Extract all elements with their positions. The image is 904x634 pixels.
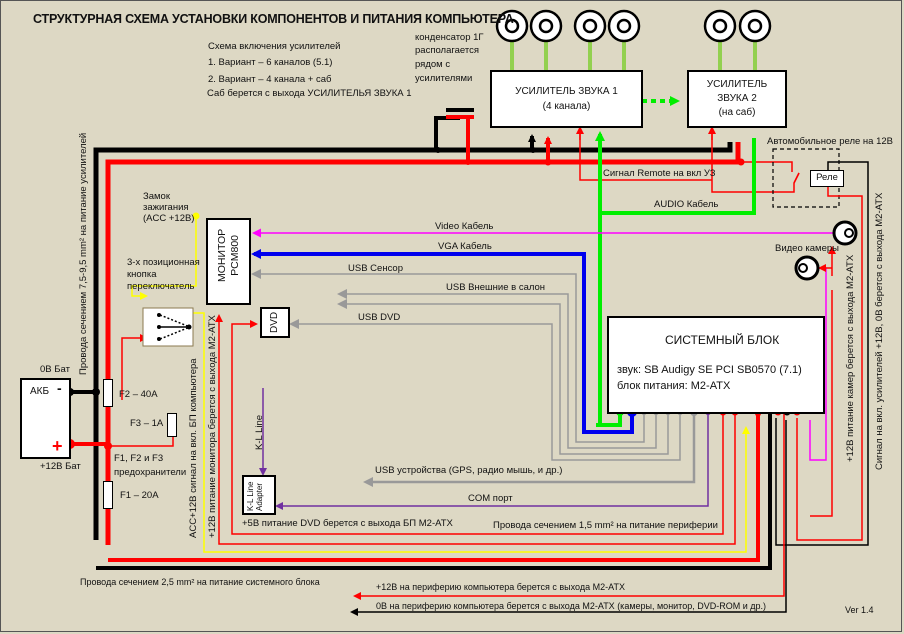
video-cable-label: Video Кабель	[435, 221, 494, 232]
periph-0v-label: 0В на периферию компьютера берется с вых…	[376, 601, 766, 611]
periph-12v-label: +12В на периферию компьютера берется с в…	[376, 582, 625, 592]
relay-title: Автомобильное реле на 12В	[767, 136, 894, 147]
amplifier-2-title-2: ЗВУКА 2	[717, 93, 757, 104]
speaker-icon	[607, 9, 641, 43]
kline-adapter-label-2: Adapter	[254, 482, 264, 511]
fuse-f2	[103, 379, 113, 407]
vga-cable	[251, 249, 634, 434]
ground-bus	[93, 142, 733, 540]
fuses-note-2: предохранители	[114, 467, 187, 478]
monitor-box: МОНИТОР PCM800	[206, 218, 251, 305]
camera-power-label: +12В питание камер берется с выхода M2-A…	[845, 254, 856, 462]
speaker-icon	[703, 9, 737, 43]
switch-label-1: 3-х позиционная	[127, 257, 200, 268]
ignition-label-2: зажигания	[143, 202, 189, 213]
fuse-f3-label: F3 – 1A	[130, 418, 164, 429]
camera-icon	[832, 220, 858, 246]
periph-wires-label: Провода сечением 1,5 mm² на питание пери…	[493, 520, 718, 531]
audio-cable-label: AUDIO Кабель	[654, 199, 719, 210]
amplifier-2-note: (на саб)	[718, 107, 756, 118]
battery-label: АКБ	[30, 386, 50, 397]
ignition-label-3: (ACC +12В)	[143, 213, 195, 224]
speaker-icon	[529, 9, 563, 43]
version-label: Ver 1.4	[845, 605, 874, 615]
fuse-f1-label: F1 – 20A	[120, 490, 159, 501]
amp-scheme-option-1: 1. Вариант – 6 каналов (5.1)	[208, 57, 333, 68]
page-title: СТРУКТУРНАЯ СХЕМА УСТАНОВКИ КОМПОНЕНТОВ …	[33, 12, 514, 26]
capacitor-note-1: конденсатор 1Г	[415, 32, 484, 43]
power-bus	[105, 142, 741, 545]
capacitor-note-2: располагается	[415, 45, 480, 56]
system-unit-sound: звук: SB Audigy SE PCI SB0570 (7.1)	[617, 364, 802, 376]
fuse-f1	[103, 481, 113, 509]
switch-label-2: кнопка	[127, 269, 157, 280]
speakers	[495, 9, 772, 43]
battery-minus-icon: -	[57, 380, 62, 396]
kline-label: K-L Line	[254, 414, 265, 450]
battery-plus-label: +12В Бат	[40, 461, 81, 472]
speaker-icon	[495, 9, 529, 43]
monitor-label-1: МОНИТОР	[216, 228, 228, 282]
camera-icon	[794, 255, 820, 281]
amp-signal-label: Сигнал на вкл. усилителей +12В, 0В берет…	[874, 192, 885, 470]
speaker-leads	[510, 38, 757, 72]
relay-box: Реле	[810, 170, 844, 187]
amplifier-2: УСИЛИТЕЛЬ ЗВУКА 2 (на саб)	[687, 70, 787, 128]
kline-adapter-label: K-L Line Adapter	[246, 482, 265, 512]
amp-scheme-heading: Схема включения усилителей	[208, 41, 341, 52]
com-port-label: COM порт	[468, 493, 513, 504]
cameras-label: Видео камеры	[775, 243, 839, 254]
usb-external-label: USB Внешние в салон	[446, 282, 546, 293]
acc-signal-label: ACC+12В сигнал на вкл. БП компьютера	[188, 358, 199, 538]
usb-sensor-label: USB Сенсор	[348, 263, 403, 274]
capacitor-note-3: рядом с	[415, 59, 451, 70]
amp-wires-label: Провода сечением 7,5-9,5 mm² на питание …	[78, 132, 89, 375]
usb-devices-label: USB устройства (GPS, радио мышь, и др.)	[375, 465, 563, 476]
remote-signal-label: Сигнал Remote на вкл УЗ	[603, 168, 716, 179]
amp-scheme-option-2: 2. Вариант – 4 канала + саб	[208, 74, 332, 85]
speaker-icon	[738, 9, 772, 43]
pc-wires-label: Провода сечением 2,5 mm² на питание сист…	[80, 577, 320, 587]
audio-cable	[598, 138, 756, 425]
speaker-icon	[573, 9, 607, 43]
battery-plus-icon: +	[52, 436, 63, 456]
amplifier-2-title: УСИЛИТЕЛЬ	[706, 79, 768, 90]
dvd-power-label: +5В питание DVD берется с выхода БП M2-A…	[242, 518, 453, 529]
switch-label-3: переключатель	[127, 281, 195, 292]
fuses-note-1: F1, F2 и F3	[114, 453, 164, 464]
system-unit: СИСТЕМНЫЙ БЛОК звук: SB Audigy SE PCI SB…	[607, 316, 825, 414]
fuse-f3	[167, 413, 177, 437]
fuse-f2-label: F2 – 40A	[119, 389, 158, 400]
amplifier-1-title: УСИЛИТЕЛЬ ЗВУКА 1	[515, 86, 618, 97]
dvd-box: DVD	[260, 307, 290, 338]
system-unit-psu: блок питания: M2-ATX	[617, 380, 731, 392]
amplifier-1-channels: (4 канала)	[542, 101, 591, 112]
dvd-label: DVD	[269, 311, 280, 333]
usb-dvd-label: USB DVD	[358, 312, 401, 323]
monitor-label: МОНИТОР PCM800	[216, 229, 241, 282]
capacitor-note-4: усилителями	[415, 73, 473, 84]
monitor-power-label: +12В питание монитора берется с выхода M…	[207, 315, 218, 538]
amp-scheme-note: Саб берется с выхода УСИЛИТЕЛЬЯ ЗВУКА 1	[207, 88, 412, 99]
battery-zero-label: 0В Бат	[40, 364, 70, 375]
vga-cable-label: VGA Кабель	[438, 241, 492, 252]
kline-adapter-box: K-L Line Adapter	[242, 475, 276, 515]
battery: АКБ - +	[20, 378, 71, 459]
system-unit-title: СИСТЕМНЫЙ БЛОК	[665, 333, 780, 347]
monitor-model: PCM800	[228, 235, 241, 276]
amplifier-1: УСИЛИТЕЛЬ ЗВУКА 1 (4 канала)	[490, 70, 643, 128]
ignition-label-1: Замок	[143, 191, 170, 202]
